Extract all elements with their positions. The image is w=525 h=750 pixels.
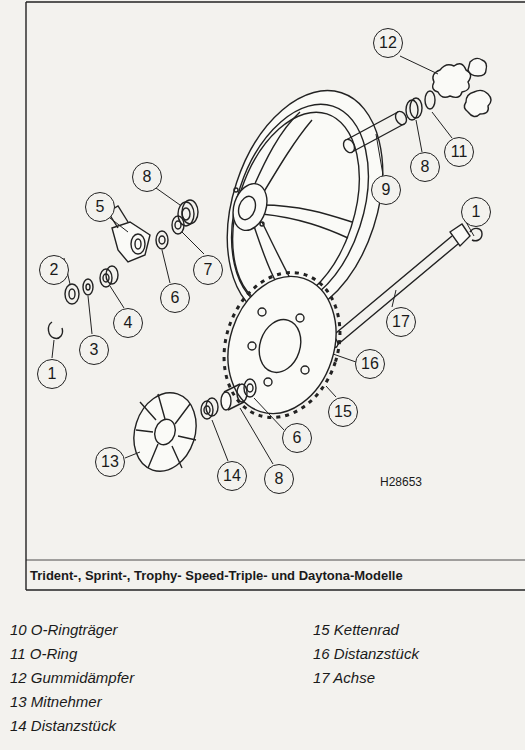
washer-7	[172, 216, 184, 234]
rubber-dampers-12	[433, 58, 491, 116]
spacer-6	[156, 231, 168, 249]
callout-number: 8	[421, 159, 430, 175]
callout-circle: 1	[37, 359, 67, 389]
callout-circle: 12	[373, 28, 403, 58]
callout-circle: 4	[113, 308, 143, 338]
callout-circle: 8	[132, 162, 162, 192]
callout-number: 6	[171, 290, 180, 306]
spacer-4	[100, 266, 118, 287]
bearing-8-upper	[178, 200, 198, 226]
o-ring-carrier-8	[406, 98, 422, 120]
callout-circle: 6	[282, 423, 312, 453]
callout-circle: 6	[160, 283, 190, 313]
callout-number: 1	[48, 366, 57, 382]
carrier-13	[124, 385, 206, 480]
callout-number: 7	[204, 262, 213, 278]
callout-number: 16	[361, 356, 379, 372]
frame-line	[26, 1, 525, 2]
legend-item: 13 Mitnehmer	[10, 694, 102, 711]
legend-item: 16 Distanzstück	[313, 646, 419, 663]
part-number-code: H28653	[380, 476, 422, 489]
callout-circle: 15	[328, 397, 358, 427]
frame-line	[25, 2, 26, 590]
o-ring-11	[425, 91, 435, 109]
callout-number: 12	[379, 35, 397, 51]
spacer-14	[201, 398, 218, 419]
leader-lines	[52, 56, 474, 464]
callout-number: 1	[472, 204, 481, 220]
legend-item: 10 O-Ringträger	[10, 622, 118, 639]
callout-number: 6	[293, 430, 302, 446]
sprocket-15	[206, 257, 358, 432]
clip-1-left	[48, 322, 62, 338]
callout-circle: 14	[217, 461, 247, 491]
frame-line	[26, 560, 525, 561]
clip-1-right	[470, 228, 482, 240]
spacer-tube-9	[341, 109, 408, 154]
callout-number: 2	[50, 262, 59, 278]
callout-circle: 3	[79, 335, 109, 365]
callout-number: 5	[96, 199, 105, 215]
washer-3	[83, 279, 93, 295]
callout-circle: 9	[371, 175, 401, 205]
callout-number: 8	[143, 169, 152, 185]
callout-number: 14	[223, 468, 241, 484]
callout-circle: 7	[193, 255, 223, 285]
callout-circle: 11	[444, 137, 474, 167]
callout-circle: 2	[39, 255, 69, 285]
frame-line	[26, 589, 525, 590]
callout-circle: 8	[264, 464, 294, 494]
callout-number: 4	[124, 315, 133, 331]
callout-circle: 8	[410, 152, 440, 182]
callout-number: 11	[451, 144, 468, 160]
callout-number: 13	[101, 454, 119, 470]
caliper-bracket-5	[108, 206, 150, 262]
nut-2	[65, 284, 79, 304]
callout-number: 3	[90, 342, 99, 358]
callout-circle: 13	[95, 447, 125, 477]
legend-item: 15 Kettenrad	[313, 622, 399, 639]
callout-circle: 17	[386, 307, 416, 337]
callout-number: 17	[392, 314, 410, 330]
callout-number: 9	[382, 182, 391, 198]
legend-item: 12 Gummidämpfer	[10, 670, 134, 687]
callout-circle: 5	[85, 192, 115, 222]
callout-number: 15	[334, 404, 352, 420]
legend-item: 17 Achse	[313, 670, 375, 687]
legend-item: 11 O-Ring	[10, 646, 77, 663]
axle-17	[326, 224, 470, 349]
spacer-8-lower	[221, 384, 247, 410]
figure-caption: Trident-, Sprint-, Trophy- Speed-Triple-…	[30, 569, 403, 583]
callout-number: 8	[275, 471, 284, 487]
callout-circle: 1	[461, 197, 491, 227]
legend-item: 14 Distanzstück	[10, 718, 116, 735]
callout-circle: 16	[355, 349, 385, 379]
